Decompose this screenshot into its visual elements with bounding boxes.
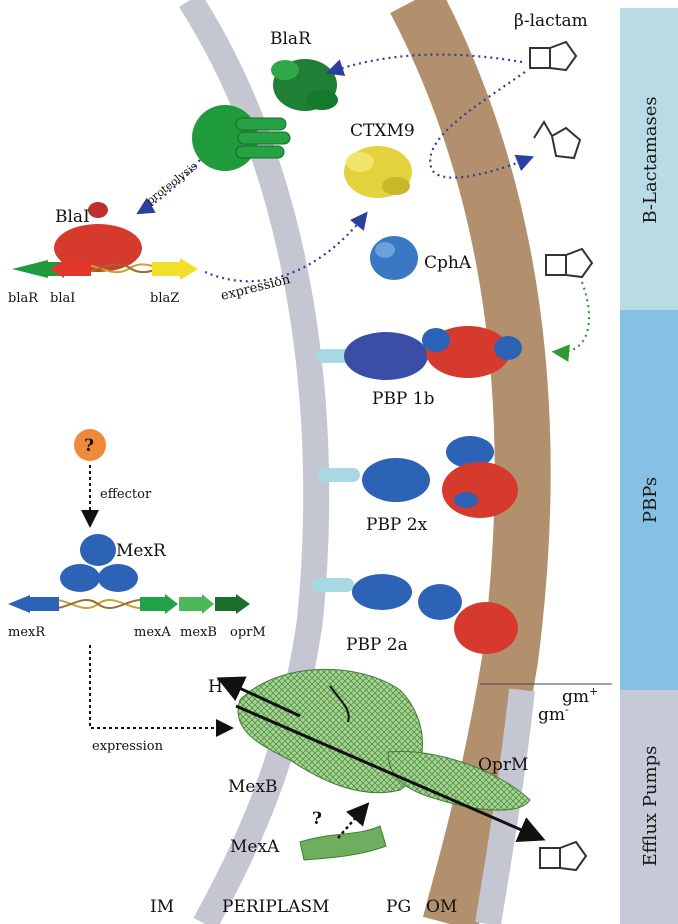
pbp2x-label: PBP 2x <box>366 515 428 535</box>
beta-lactam-opened-icon <box>533 120 582 160</box>
beta-lactam-label: β-lactam <box>514 11 588 31</box>
arrow-mexa-question <box>337 802 370 839</box>
gene-blaz-body <box>152 262 182 276</box>
gene-mexr-arrow <box>8 595 30 613</box>
gene-blar-arrow <box>12 260 48 278</box>
ctxm9-label: CTXM9 <box>350 121 415 141</box>
compartment-periplasm-label: PERIPLASM <box>222 897 329 917</box>
proton-label: H+ <box>208 675 232 697</box>
compartment-pg-label: PG <box>386 897 411 917</box>
effector-label: effector <box>100 487 152 502</box>
blai-repressor <box>54 202 142 272</box>
outer-membrane-gram-negative <box>475 688 535 924</box>
mexa-label: MexA <box>230 837 280 857</box>
gene-mexa-body <box>140 597 166 611</box>
pbp1b-transpeptidase-domain <box>422 326 522 378</box>
pbp2a-protein <box>352 574 518 654</box>
mexa-adaptor <box>299 825 387 861</box>
gene-blaz-arrow <box>180 258 198 280</box>
effector-question-mark: ? <box>84 436 94 456</box>
gene-label-mexr: mexR <box>8 625 46 640</box>
band-pbps-label: PBPs <box>640 477 661 523</box>
gram-negative-label: gm- <box>538 703 569 725</box>
beta-lactam-icon-middle <box>545 247 594 279</box>
inner-membrane <box>179 0 330 924</box>
blar-sensor-domain <box>271 59 338 111</box>
proteolysis-label: proteolysis <box>144 159 200 207</box>
blar-label: BlaR <box>270 29 312 49</box>
gene-mexr-body <box>29 597 59 611</box>
arrow-efflux-export <box>235 704 546 843</box>
gene-label-blar: blaR <box>8 291 39 306</box>
pbp1b-membrane-domain <box>344 332 428 380</box>
gene-oprm-body <box>215 597 237 611</box>
gene-label-mexb: mexB <box>180 625 217 640</box>
band-efflux-label: Efflux Pumps <box>640 746 661 867</box>
gene-label-oprm: oprM <box>230 625 266 640</box>
arrow-lactam-to-pbp1b <box>551 281 591 362</box>
dna-strand-bottom <box>43 598 153 610</box>
gene-label-blaz: blaZ <box>150 291 179 306</box>
oprm-label: OprM <box>478 755 528 775</box>
mexr-label: MexR <box>116 541 167 561</box>
mexr-protein <box>60 534 138 592</box>
gene-label-mexa: mexA <box>134 625 171 640</box>
cpha-label: CphA <box>424 253 472 273</box>
band-lactamases <box>620 8 678 310</box>
pbp1b-label: PBP 1b <box>372 389 435 409</box>
outer-membrane-peptidoglycan <box>390 0 551 924</box>
arrow-proteolysis <box>136 159 201 215</box>
band-pbps <box>620 310 678 690</box>
arrow-expression-top <box>204 211 368 283</box>
beta-lactam-icon-top <box>529 40 578 72</box>
mexb-label: MexB <box>228 777 278 797</box>
compartment-om-label: OM <box>426 897 457 917</box>
gene-blai-arrow <box>50 260 64 278</box>
gene-blai-body <box>63 262 91 276</box>
arrow-proton <box>216 676 301 718</box>
pbp2a-anchor <box>312 578 354 592</box>
pbp2x-protein <box>362 436 518 518</box>
pbp2x-anchor <box>318 468 360 482</box>
band-lactamases-label: B-Lactamases <box>640 96 661 223</box>
gene-mexb-arrow <box>202 594 214 614</box>
effector-unknown-icon <box>74 429 106 461</box>
arrow-expression-bottom <box>89 645 234 737</box>
compartment-im-label: IM <box>150 897 174 917</box>
blar-transmembrane-helices <box>235 117 291 159</box>
expression-top-label: expression <box>219 272 292 304</box>
gene-mexb-body <box>179 597 203 611</box>
beta-lactam-icon-bottom <box>539 840 588 872</box>
arrow-lactam-to-blar <box>325 53 523 77</box>
oprm-channel <box>387 751 531 811</box>
blai-label: BlaI <box>55 207 90 227</box>
pump-arc <box>329 685 350 723</box>
gene-label-blai: blaI <box>50 291 75 306</box>
ctxm9-protein <box>344 146 412 198</box>
cpha-protein <box>370 236 418 280</box>
pbp2a-label: PBP 2a <box>346 635 408 655</box>
expression-bottom-label: expression <box>92 739 164 754</box>
band-efflux <box>620 690 678 924</box>
gene-mexa-arrow <box>165 594 178 614</box>
gene-oprm-arrow <box>236 594 250 614</box>
mexa-question-mark: ? <box>312 809 322 829</box>
gram-positive-label: gm+ <box>562 685 598 707</box>
